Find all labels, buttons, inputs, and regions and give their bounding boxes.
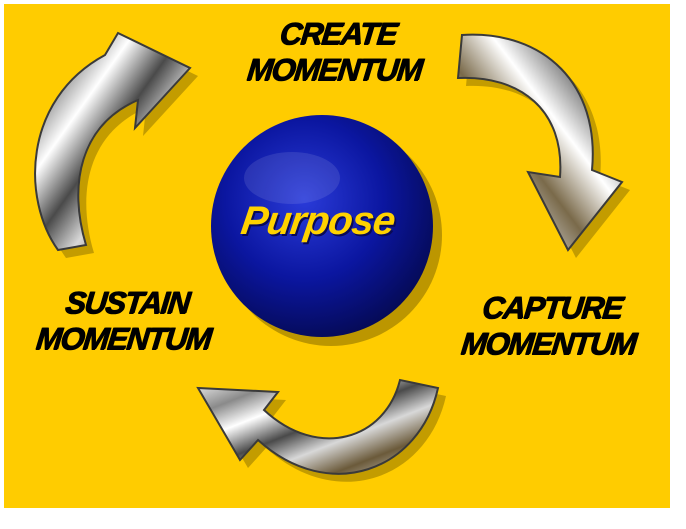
purpose-circle [211, 115, 442, 346]
stage-label-line: MOMENTUM [34, 321, 212, 356]
stage-label-sustain: SUSTAIN MOMENTUM [6, 285, 244, 357]
stage-label-capture: CAPTURE MOMENTUM [426, 290, 674, 362]
stage-label-line: CAPTURE [480, 290, 624, 325]
curved-arrow-icon [196, 378, 446, 482]
curved-arrow-icon [34, 31, 199, 258]
stage-label-line: CREATE [278, 16, 398, 51]
stage-label-create: CREATE MOMENTUM [222, 16, 450, 88]
purpose-label: Purpose [238, 199, 398, 243]
curved-arrow-icon [456, 33, 630, 258]
stage-label-line: MOMENTUM [245, 52, 423, 87]
stage-label-line: SUSTAIN [63, 285, 191, 320]
stage-label-line: MOMENTUM [459, 326, 637, 361]
